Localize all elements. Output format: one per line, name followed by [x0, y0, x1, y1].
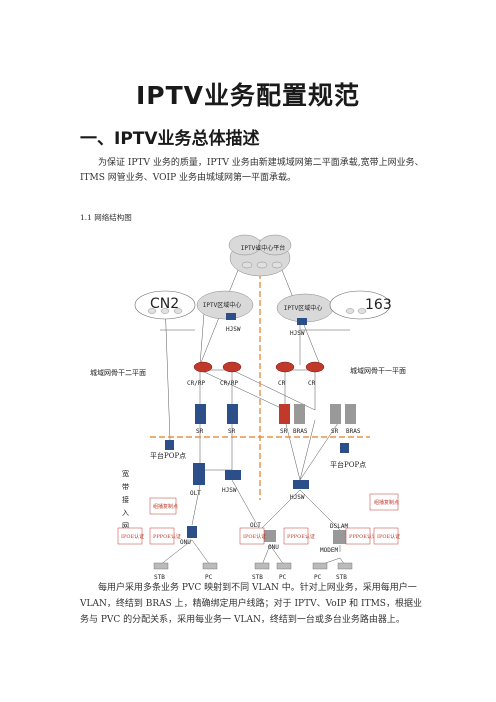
onu-icon	[187, 526, 197, 538]
sr-label-3: SR	[280, 428, 288, 435]
cloud-top-label: IPTV省中心平台	[241, 244, 285, 252]
intro-paragraph: 为保证 IPTV 业务的质量，IPTV 业务由新建城域网第二平面承载,宽带上网业…	[80, 158, 424, 183]
sr-label-2: SR	[228, 428, 236, 435]
cloud-left-label: IPTV区域中心	[203, 301, 241, 309]
cr-label-1: CR/RP	[187, 380, 205, 387]
endpoint-stb-2: STB	[252, 574, 263, 581]
access-char-1: 宽	[122, 469, 129, 478]
auth-box-5: PPPOE认证	[349, 533, 377, 540]
hjsw-bottom-label: HJSW	[290, 494, 305, 501]
sr-label-4: SR	[331, 428, 339, 435]
auth-box-6: IPOE认证	[377, 533, 400, 540]
dslam-label: DSLAM	[330, 523, 348, 530]
page-title: IPTV业务配置规范	[135, 81, 361, 110]
cn2-label: CN2	[150, 296, 179, 312]
cloud-right: IPTV区域中心	[276, 293, 334, 323]
cloud-163: 163	[329, 290, 392, 320]
onu2-icon	[264, 530, 276, 542]
sr-devices	[195, 404, 356, 424]
onu2-label: ONU	[268, 544, 279, 551]
endpoint-pc-3: PC	[314, 574, 322, 581]
endpoint-icons	[153, 562, 353, 570]
auth-box-1: IPOE认证	[121, 533, 144, 540]
figure-caption: 1.1 网络结构图	[80, 213, 132, 222]
olt2-label: OLT	[250, 522, 261, 529]
multicast-left-label: 组播复制点	[153, 503, 178, 510]
modem-label: MODEM	[320, 547, 338, 554]
cloud-cn2: CN2	[134, 290, 196, 320]
plane-separator	[150, 255, 370, 500]
endpoint-stb-1: STB	[154, 574, 165, 581]
router-icons-small	[147, 261, 367, 314]
auth-boxes: IPOE认证 PPPOE认证 IPOE认证 PPPOE认证 PPPOE认证 IP…	[117, 527, 400, 545]
sr-label-1: SR	[196, 428, 204, 435]
hjsw-right-label: HJSW	[290, 330, 305, 337]
cr-label-4: CR	[308, 380, 316, 387]
onu-label: ONU	[180, 539, 191, 546]
multicast-left-box	[149, 497, 177, 515]
olt-label: OLT	[190, 490, 201, 497]
access-char-2: 带	[122, 483, 129, 491]
multicast-right-box	[369, 493, 399, 511]
auth-box-3: IPOE认证	[243, 533, 266, 540]
access-network-label: 宽 带 接 入 网	[122, 469, 129, 530]
bras-label-2: BRAS	[346, 428, 361, 435]
plane-right-label: 城域网骨干一平面	[350, 366, 406, 375]
auth-box-2: PPPOE认证	[153, 533, 181, 540]
plane-left-label: 城域网骨干二平面	[90, 368, 146, 377]
access-char-3: 接	[122, 495, 129, 504]
cloud-right-label: IPTV区域中心	[284, 304, 322, 312]
hjsw-bottom-icon	[293, 480, 309, 489]
access-char-4: 入	[122, 509, 129, 517]
connection-lines	[159, 264, 350, 566]
hjsw-left-label: HJSW	[226, 326, 241, 333]
net163-label: 163	[365, 297, 392, 313]
cloud-iptv-center: IPTV省中心平台	[228, 234, 292, 277]
dslam-icon	[333, 530, 347, 544]
hjsw-mid-icon	[225, 470, 241, 480]
pop-left-label: 平台POP点	[150, 451, 186, 460]
pop-right-server-icon	[340, 443, 349, 453]
endpoint-stb-3: STB	[336, 574, 347, 581]
multicast-right-label: 组播复制点	[374, 499, 399, 506]
cloud-left: IPTV区域中心	[196, 290, 254, 320]
bras-label-1: BRAS	[293, 428, 308, 435]
auth-box-4: PPPOE认证	[287, 533, 315, 540]
endpoint-pc-1: PC	[205, 574, 213, 581]
hjsw-switch-icons	[226, 313, 307, 325]
section-heading: 一、IPTV业务总体描述	[80, 129, 260, 149]
cr-label-3: CR	[278, 380, 286, 387]
body-paragraph: 每用户采用多条业务 PVC 映射到不同 VLAN 中。针对上网业务，采用每用户一…	[80, 583, 422, 625]
olt-device-icon	[193, 463, 205, 485]
cr-routers	[193, 361, 325, 373]
access-char-5: 网	[122, 522, 129, 530]
pop-left-server-icon	[165, 440, 174, 450]
endpoint-pc-2: PC	[279, 574, 287, 581]
pop-right-label: 平台POP点	[330, 460, 366, 469]
hjsw-mid-label: HJSW	[222, 487, 237, 494]
cr-label-2: CR/RP	[220, 380, 238, 387]
